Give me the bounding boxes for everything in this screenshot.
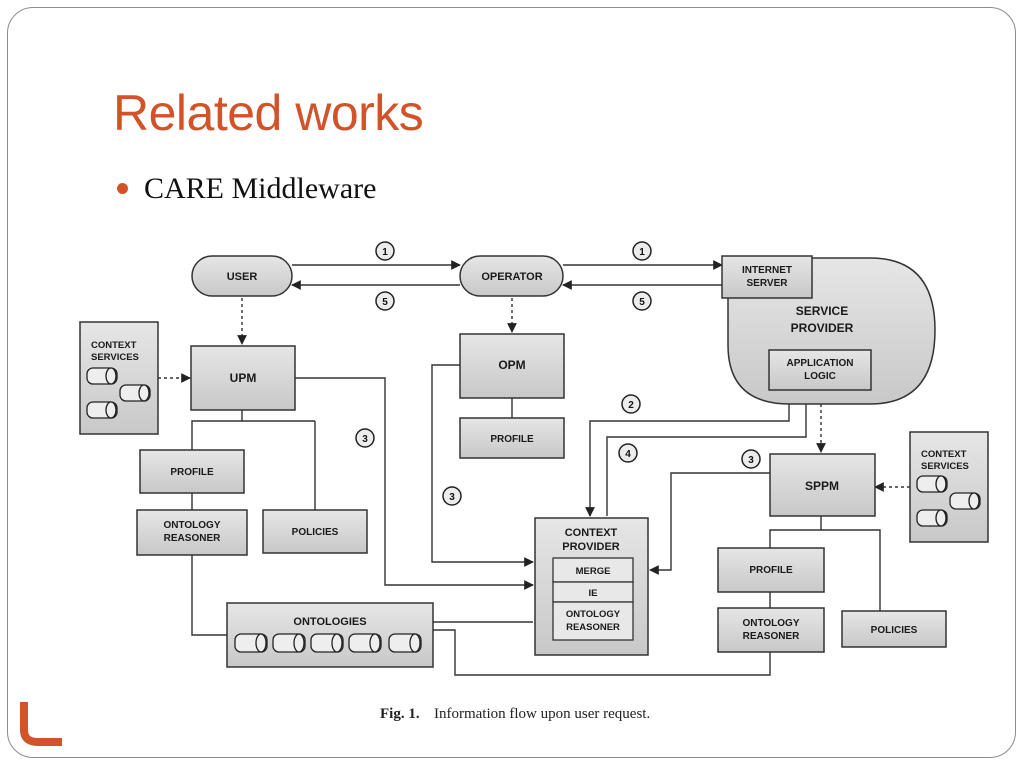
operator-node: OPERATOR — [459, 255, 564, 297]
svg-text:4: 4 — [625, 449, 631, 460]
step-badge-1b: 1 — [632, 241, 652, 261]
step-badge-3-sppm: 3 — [741, 449, 761, 469]
merge-box — [552, 557, 634, 583]
step-badge-3-opm: 3 — [442, 486, 462, 506]
step-badge-4: 4 — [618, 443, 638, 463]
step-badge-2: 2 — [621, 394, 641, 414]
svg-text:3: 3 — [449, 492, 455, 503]
arrow-sppm-to-cp — [649, 472, 770, 575]
step-badge-5b: 5 — [632, 291, 652, 311]
internet-server-node: INTERNET SERVER — [721, 255, 813, 299]
context-services-left-node: CONTEXT SERVICES — [79, 321, 159, 435]
sppm-profile-node: PROFILE — [717, 547, 825, 593]
sppm-policies-label: POLICIES — [871, 625, 918, 636]
ontologies-label: ONTOLOGIES — [293, 616, 366, 628]
arrow-opm-to-cp — [431, 364, 534, 567]
application-logic-node: APPLICATION LOGIC — [768, 349, 872, 391]
database-icon — [916, 475, 981, 527]
upm-policies-label: POLICIES — [292, 527, 339, 538]
bullet-text: CARE Middleware — [144, 172, 377, 205]
context-services-right-label-1: CONTEXT — [921, 449, 967, 460]
context-services-left-label-2: SERVICES — [91, 352, 139, 363]
figure-caption-text: Information flow upon user request. — [434, 706, 650, 722]
cp-ontology-reasoner-label-2: REASONER — [566, 622, 620, 633]
slide-title: Related works — [113, 85, 424, 141]
context-services-right-label-2: SERVICES — [921, 461, 969, 472]
svg-text:1: 1 — [639, 247, 645, 258]
cp-ontology-reasoner-box — [552, 601, 634, 641]
link-upm-tree — [191, 410, 243, 450]
opm-node: OPM — [459, 333, 565, 399]
upm-profile-node: PROFILE — [139, 449, 245, 494]
upm-profile-label: PROFILE — [170, 467, 214, 478]
svg-text:5: 5 — [382, 297, 388, 308]
bullet-point-icon — [117, 183, 128, 194]
sppm-ontology-reasoner-label-1: ONTOLOGY — [742, 618, 799, 629]
arrow-cp-to-sp — [606, 389, 811, 516]
context-provider-label-1: CONTEXT — [565, 527, 618, 539]
upm-label: UPM — [230, 371, 257, 385]
upm-ontology-reasoner-label-1: ONTOLOGY — [163, 520, 220, 531]
service-provider-label-2: PROVIDER — [791, 321, 854, 335]
sppm-node: SPPM — [769, 453, 876, 517]
sppm-ontology-reasoner-node: ONTOLOGY REASONER — [717, 607, 825, 653]
step-badge-1a: 1 — [375, 241, 395, 261]
context-provider-label-2: PROVIDER — [562, 541, 620, 553]
merge-label: MERGE — [576, 566, 611, 577]
opm-label: OPM — [498, 358, 525, 372]
sppm-policies-node: POLICIES — [841, 610, 947, 648]
upm-node: UPM — [190, 345, 296, 411]
svg-text:1: 1 — [382, 247, 388, 258]
cp-ontology-reasoner-label-1: ONTOLOGY — [566, 609, 621, 620]
step-badge-3-upm: 3 — [355, 428, 375, 448]
database-icon — [86, 367, 151, 419]
arrow-sp-to-cp — [585, 390, 790, 517]
arrow-upm-to-cp — [295, 377, 534, 590]
step-circles: 1 5 1 5 2 4 3 3 — [355, 241, 761, 506]
ontologies-node: ONTOLOGIES — [226, 602, 434, 668]
database-icon — [234, 633, 422, 653]
context-services-left-label-1: CONTEXT — [91, 340, 137, 351]
corner-logo-icon — [20, 702, 62, 746]
user-node: USER — [191, 255, 293, 297]
slide-frame — [7, 7, 1016, 758]
application-logic-label-2: LOGIC — [804, 371, 836, 382]
operator-label: OPERATOR — [481, 271, 542, 283]
sppm-label: SPPM — [805, 479, 839, 493]
link-ontreasoner-ontologies — [191, 555, 227, 636]
svg-text:3: 3 — [362, 434, 368, 445]
figure-caption-label: Fig. 1. — [380, 706, 420, 722]
service-provider-label-1: SERVICE — [796, 304, 848, 318]
upm-ontology-reasoner-label-2: REASONER — [164, 533, 221, 544]
user-label: USER — [227, 271, 258, 283]
sppm-ontology-reasoner-label-2: REASONER — [743, 631, 800, 642]
internet-server-label-1: INTERNET — [742, 265, 792, 276]
svg-text:5: 5 — [639, 297, 645, 308]
upm-ontology-reasoner-node: ONTOLOGY REASONER — [136, 509, 248, 556]
sppm-profile-label: PROFILE — [749, 565, 793, 576]
svg-text:3: 3 — [748, 455, 754, 466]
opm-profile-node: PROFILE — [459, 417, 565, 459]
connectors — [158, 260, 910, 676]
link-sppm-tree — [769, 516, 822, 548]
svg-text:2: 2 — [628, 400, 634, 411]
context-provider-node: CONTEXT PROVIDER MERGE IE ONTOLOGY REASO… — [534, 517, 649, 656]
context-services-right-node: CONTEXT SERVICES — [909, 431, 989, 543]
internet-server-label-2: SERVER — [747, 278, 789, 289]
application-logic-label-1: APPLICATION — [786, 358, 853, 369]
opm-profile-label: PROFILE — [490, 434, 534, 445]
link-ontologies-sppm-reasoner — [433, 629, 771, 676]
step-badge-5a: 5 — [375, 291, 395, 311]
ie-label: IE — [589, 588, 598, 599]
upm-policies-node: POLICIES — [262, 509, 368, 554]
